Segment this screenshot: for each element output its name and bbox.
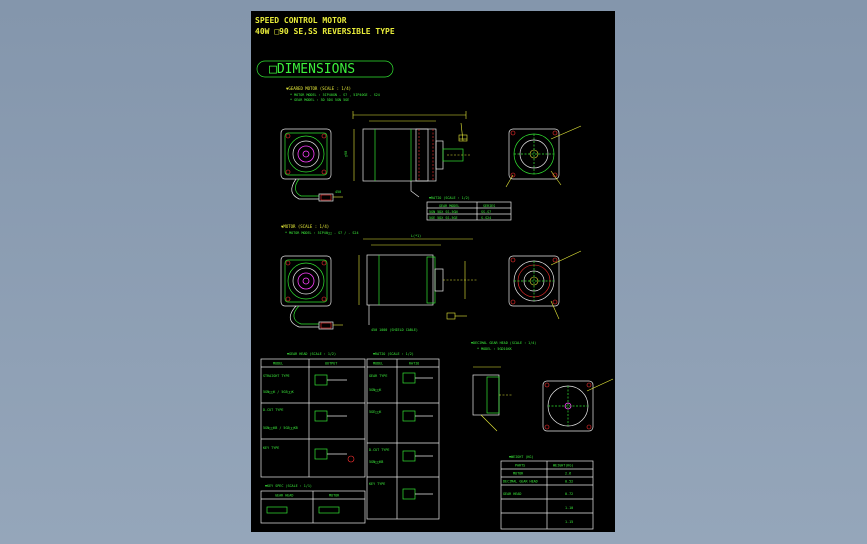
motor-side-view: L(*1) 450 1000 (SHIELD CABLE): [358, 234, 477, 332]
svg-text:5GN□□K: 5GN□□K: [369, 388, 382, 392]
svg-text:MOTOR: MOTOR: [513, 472, 524, 476]
svg-text:PARTS: PARTS: [515, 464, 525, 468]
svg-text:5GN□□K / 5GE□□K: 5GN□□K / 5GE□□K: [263, 390, 295, 394]
geared-motor-gear-model: * GEAR MODEL : 5D 5DX 5GN 5GE: [290, 98, 349, 102]
decimal-gear-head: ▼DECIMAL GEAR HEAD (SCALE : 1/4) * MODEL…: [471, 341, 614, 432]
svg-text:▼WEIGHT (KG): ▼WEIGHT (KG): [509, 455, 534, 459]
lead-length-label: 450: [335, 190, 341, 194]
motor-rear-view: [508, 250, 582, 320]
motor-heading: ▼MOTOR (SCALE : 1/4): [281, 224, 329, 229]
svg-text:OUTPUT: OUTPUT: [325, 362, 337, 366]
motor-model: * MOTOR MODEL : 5IP40□□ - S7 / - S24: [285, 231, 359, 235]
ratio-table: ▼RATIO (SCALE : 1/2) MODEL RATIO GEAR TY…: [366, 352, 440, 520]
svg-text:GEAR MODEL: GEAR MODEL: [439, 204, 459, 208]
svg-text:0.72: 0.72: [565, 492, 573, 496]
weight-table: ▼WEIGHT (KG) PARTS WEIGHT(KG) MOTOR 2.6 …: [500, 455, 594, 530]
key-spec-table: ▼KEY SPEC (SCALE : 1/1) GEAR HEAD MOTOR: [260, 484, 366, 524]
svg-text:▼KEY SPEC (SCALE : 1/1): ▼KEY SPEC (SCALE : 1/1): [265, 484, 312, 488]
svg-text:GEAR HEAD: GEAR HEAD: [275, 494, 293, 498]
motor-dimension-drawing: SPEED CONTROL MOTOR 40W □90 SE,SS REVERS…: [255, 16, 614, 530]
svg-text:0.52: 0.52: [565, 480, 573, 484]
svg-text:KEY TYPE: KEY TYPE: [369, 482, 385, 486]
svg-text:GEAR TYPE: GEAR TYPE: [369, 374, 387, 378]
svg-text:S-S24: S-S24: [481, 216, 491, 220]
svg-text:▼RATIO (SCALE : 1/2): ▼RATIO (SCALE : 1/2): [429, 196, 470, 200]
svg-text:WEIGHT(KG): WEIGHT(KG): [553, 464, 573, 468]
svg-text:D-CUT TYPE: D-CUT TYPE: [263, 408, 283, 412]
svg-text:MODEL: MODEL: [373, 362, 383, 366]
geared-motor-rear-view: [505, 125, 582, 188]
gear-head-table: ▼GEAR HEAD (SCALE : 1/2) MODEL OUTPUT ST…: [260, 352, 366, 478]
svg-text:KEY TYPE: KEY TYPE: [263, 446, 279, 450]
dimensions-label: □DIMENSIONS: [269, 62, 355, 77]
svg-text:5GN□□KB: 5GN□□KB: [369, 460, 383, 464]
geared-motor-heading: ▼GEARED MOTOR (SCALE : 1/4): [286, 86, 351, 91]
svg-text:5GN 5DX SS-5GN: 5GN 5DX SS-5GN: [429, 210, 458, 214]
svg-text:5GN□□KB / 5GE□□KB: 5GN□□KB / 5GE□□KB: [263, 426, 298, 430]
svg-text:2.6: 2.6: [565, 472, 571, 476]
svg-text:D-CUT TYPE: D-CUT TYPE: [369, 448, 389, 452]
svg-text:MODEL: MODEL: [273, 362, 283, 366]
geared-motor-side-view: □90: [344, 111, 471, 198]
motor-front-view: [280, 255, 343, 330]
svg-text:SERIES: SERIES: [483, 204, 495, 208]
drawing-title: SPEED CONTROL MOTOR: [255, 16, 347, 25]
svg-text:1.10: 1.10: [565, 506, 573, 510]
svg-text:STRAIGHT TYPE: STRAIGHT TYPE: [263, 374, 290, 378]
svg-text:GEAR HEAD: GEAR HEAD: [503, 492, 521, 496]
svg-text:SS-S7: SS-S7: [481, 210, 491, 214]
drawing-subtitle: 40W □90 SE,SS REVERSIBLE TYPE: [255, 27, 395, 36]
svg-text:▼GEAR HEAD (SCALE : 1/2): ▼GEAR HEAD (SCALE : 1/2): [287, 352, 336, 356]
svg-text:1.15: 1.15: [565, 520, 573, 524]
side-height-label: □90: [344, 151, 348, 157]
svg-text:5GE 5DX SS-5GE: 5GE 5DX SS-5GE: [429, 216, 458, 220]
svg-text:▼RATIO (SCALE : 1/2): ▼RATIO (SCALE : 1/2): [373, 352, 414, 356]
svg-text:* MODEL : 5GD10XK: * MODEL : 5GD10XK: [477, 347, 513, 351]
svg-text:5GE□□K: 5GE□□K: [369, 410, 382, 414]
geared-motor-model: * MOTOR MODEL : 5IP40GN - S7 , 5IP40GE -…: [290, 93, 380, 97]
gear-model-table: ▼RATIO (SCALE : 1/2) GEAR MODEL SERIES 5…: [426, 196, 512, 221]
svg-text:DECIMAL GEAR HEAD: DECIMAL GEAR HEAD: [503, 480, 538, 484]
svg-text:L(*1): L(*1): [411, 234, 421, 238]
svg-text:▼DECIMAL GEAR HEAD (SCALE : 1/: ▼DECIMAL GEAR HEAD (SCALE : 1/4): [471, 341, 536, 345]
dimensions-label-frame: [256, 60, 394, 78]
lead-note: 450 1000 (SHIELD CABLE): [371, 328, 418, 332]
svg-text:MOTOR: MOTOR: [329, 494, 340, 498]
svg-text:RATIO: RATIO: [409, 362, 419, 366]
drawing-sheet[interactable]: SPEED CONTROL MOTOR 40W □90 SE,SS REVERS…: [251, 11, 615, 532]
geared-motor-front-view: 450: [280, 128, 343, 202]
